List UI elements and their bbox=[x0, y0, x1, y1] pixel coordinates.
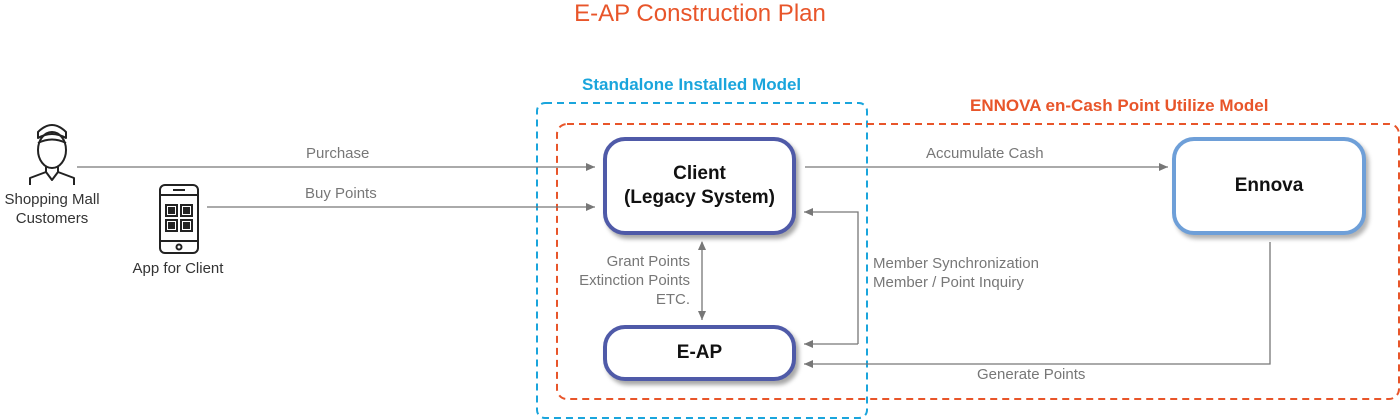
member-sync-arrow-to-client bbox=[804, 208, 859, 344]
client-node-line1: Client bbox=[673, 163, 726, 184]
accumulate-cash-label: Accumulate Cash bbox=[926, 145, 1044, 162]
ennova-node-label: Ennova bbox=[1234, 175, 1304, 196]
member-inquiry-label: Member / Point Inquiry bbox=[873, 274, 1024, 291]
ennova-node[interactable]: Ennova bbox=[1172, 137, 1366, 235]
member-sync-label: Member Synchronization bbox=[873, 255, 1039, 272]
client-node-line2: (Legacy System) bbox=[623, 187, 775, 208]
customers-label-line1: Shopping Mall bbox=[4, 191, 100, 208]
standalone-model-region bbox=[536, 102, 868, 419]
etc-label: ETC. bbox=[655, 291, 690, 308]
eap-node[interactable]: E-AP bbox=[603, 325, 796, 381]
smartphone-app-icon bbox=[159, 184, 199, 254]
extinction-points-label: Extinction Points bbox=[579, 272, 690, 289]
person-icon bbox=[29, 124, 75, 185]
eap-node-label: E-AP bbox=[676, 342, 723, 363]
client-node[interactable]: Client (Legacy System) bbox=[603, 137, 796, 235]
member-sync-edge-label: Member Synchronization Member / Point In… bbox=[873, 254, 1039, 292]
client-eap-edge-label: Grant Points Extinction Points ETC. bbox=[540, 252, 690, 309]
grant-points-label: Grant Points bbox=[606, 253, 690, 270]
diagram-title: E-AP Construction Plan bbox=[574, 0, 826, 27]
generate-points-label: Generate Points bbox=[977, 366, 1086, 383]
customers-label: Shopping Mall Customers bbox=[0, 190, 104, 228]
ennova-model-label: ENNOVA en-Cash Point Utilize Model bbox=[970, 96, 1269, 115]
standalone-model-label: Standalone Installed Model bbox=[582, 75, 802, 94]
purchase-label: Purchase bbox=[306, 145, 370, 162]
ennova-model-region bbox=[556, 123, 1400, 400]
app-label: App for Client bbox=[132, 260, 224, 277]
generate-points-arrow bbox=[804, 242, 1271, 368]
buy-points-label: Buy Points bbox=[305, 185, 377, 202]
customers-label-line2: Customers bbox=[15, 210, 89, 227]
